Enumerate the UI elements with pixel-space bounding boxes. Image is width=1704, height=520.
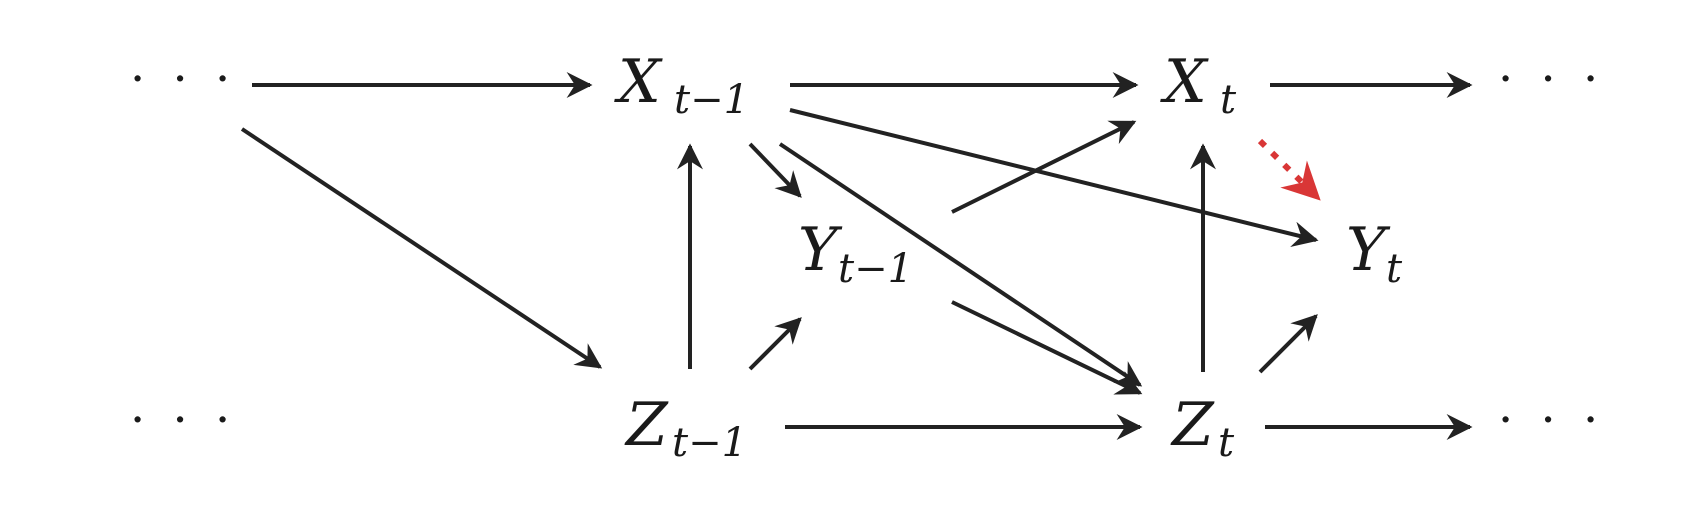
node-x-curr: X t (1160, 47, 1237, 123)
edge-y-prev-to-x-curr (951, 120, 1137, 214)
node-x-curr-subscript: t (1220, 77, 1237, 123)
nodes: · · · · · · · · · · · · X t−1 X t Y t−1 … (130, 47, 1604, 466)
edge-z-curr-to-y-curr (1258, 314, 1318, 374)
node-y-curr: Y t (1346, 215, 1403, 292)
node-z-curr: Z t (1170, 390, 1235, 466)
dots-bottom-left: · · · (130, 392, 236, 448)
node-y-curr-subscript: t (1386, 246, 1403, 292)
node-z-prev-subscript: t−1 (672, 420, 747, 466)
node-z-prev: Z t−1 (624, 390, 747, 466)
node-y-prev-subscript: t−1 (838, 246, 913, 292)
node-x-prev-subscript: t−1 (674, 77, 749, 123)
node-x-curr-symbol: X (1160, 47, 1209, 117)
node-y-curr-symbol: Y (1346, 215, 1391, 285)
edge-y-prev-to-z-curr (951, 300, 1143, 395)
edge-z-prev-to-y-prev (748, 317, 802, 371)
dots-top-left: · · · (130, 51, 236, 107)
node-z-prev-symbol: Z (624, 390, 669, 460)
node-z-curr-subscript: t (1218, 420, 1235, 466)
dots-bottom-right: · · · (1498, 392, 1604, 448)
edge-x-prev-to-y-curr (789, 108, 1319, 248)
node-z-curr-symbol: Z (1170, 390, 1215, 460)
edge-x-curr-to-y-curr-highlight (1257, 138, 1321, 201)
node-y-prev-symbol: Y (798, 215, 843, 285)
node-x-prev-symbol: X (614, 47, 663, 117)
edges (240, 72, 1473, 440)
edge-dots-to-z-prev (240, 127, 603, 369)
edge-x-prev-to-y-prev (748, 142, 802, 198)
dots-top-right: · · · (1498, 51, 1604, 107)
edge-x-prev-to-z-curr (778, 142, 1143, 387)
node-x-prev: X t−1 (614, 47, 749, 123)
node-y-prev: Y t−1 (798, 215, 913, 292)
